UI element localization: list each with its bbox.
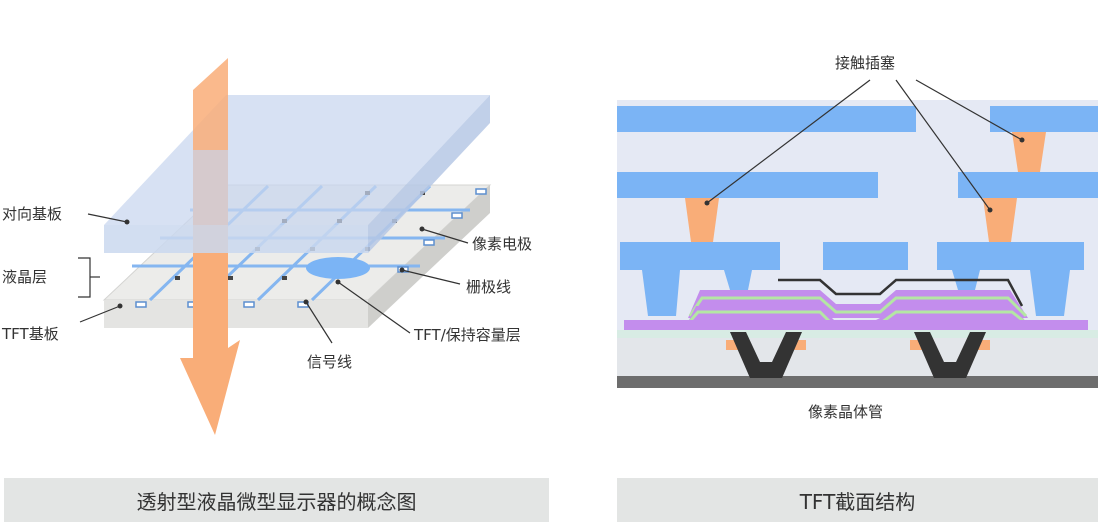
tft-dot <box>282 276 287 280</box>
label-liquid-crystal-layer: 液晶层 <box>2 268 47 286</box>
tft-dot <box>175 276 180 280</box>
label-tft-storage-capacitor-layer: TFT/保持容量层 <box>413 326 521 344</box>
leader-lines-right <box>706 79 1023 211</box>
pixel-transistor-right <box>914 332 986 378</box>
leader-dots-right <box>704 137 1025 213</box>
leader-dot <box>303 299 309 305</box>
gate-oxide-band <box>617 330 1098 338</box>
label-pixel-transistor: 像素晶体管 <box>808 403 883 421</box>
leader-pixel-electrode <box>421 228 469 244</box>
lcd-concept-diagram: 对向基板 液晶层 TFT基板 像素电极 栅极线 TFT/保持容量层 信号线 <box>1 58 532 435</box>
label-tft-substrate: TFT基板 <box>1 325 59 343</box>
label-gate-line: 栅极线 <box>466 278 511 296</box>
lower-wiring-left <box>620 242 780 316</box>
tft-cross-section-diagram: 接触插塞 像素晶体管 <box>617 54 1098 421</box>
leader-dot <box>704 200 710 206</box>
leader-contact-plug <box>895 79 991 211</box>
substrate-base <box>617 376 1098 388</box>
purple-layer-mid <box>684 306 1032 344</box>
leader-contact-plug <box>915 79 1023 141</box>
leader-dot <box>124 219 130 225</box>
counter-substrate-front <box>104 225 368 253</box>
caption-right: TFT截面结构 <box>617 478 1098 522</box>
pixel-top-line <box>778 278 1024 307</box>
label-signal-line: 信号线 <box>307 353 352 371</box>
contact-plug <box>685 198 719 242</box>
edge-pad <box>423 239 435 246</box>
leader-dot <box>335 279 341 285</box>
mid-metal-right <box>958 172 1098 198</box>
label-contact-plug: 接触插塞 <box>835 54 895 72</box>
edge-pad <box>451 212 463 219</box>
caption-left-text: 透射型液晶微型显示器的概念图 <box>136 489 417 514</box>
leader-counter-substrate <box>87 213 128 223</box>
edge-pad <box>135 301 147 308</box>
leader-storage-layer <box>337 281 411 334</box>
label-counter-substrate: 对向基板 <box>2 205 62 223</box>
silicon-substrate <box>617 338 1098 376</box>
leader-lines-left <box>78 213 469 344</box>
edge-pad <box>475 188 487 195</box>
top-metal-right <box>990 106 1098 132</box>
caption-right-text: TFT截面结构 <box>799 489 916 514</box>
leader-gate-line <box>401 269 461 285</box>
tft-dot <box>228 276 233 280</box>
leader-dot <box>399 267 405 273</box>
bracket-liquid-crystal <box>78 257 91 298</box>
label-pixel-electrode: 像素电极 <box>472 235 532 253</box>
leader-dot <box>1019 137 1025 143</box>
purple-base <box>624 320 1088 330</box>
green-layer-1 <box>688 296 1028 318</box>
mid-metal-left <box>617 172 878 198</box>
top-metal-left <box>617 106 916 132</box>
leader-tft-substrate <box>79 305 121 323</box>
pixel-transistor-left <box>730 332 802 378</box>
light-arrow-upper <box>193 58 228 150</box>
edge-pad <box>243 301 255 308</box>
leader-contact-plug <box>706 79 871 204</box>
tft-substrate-side <box>368 185 490 328</box>
leader-signal-line <box>305 301 333 344</box>
lower-wiring-mid <box>823 242 908 270</box>
leader-dot <box>419 226 425 232</box>
lower-wiring-right <box>937 242 1084 316</box>
light-arrow-lower <box>180 320 240 435</box>
pixel-electrode-shape <box>306 257 370 279</box>
leader-dot <box>987 207 993 213</box>
leader-dots-left <box>117 219 425 309</box>
caption-left: 透射型液晶微型显示器的概念图 <box>4 478 549 522</box>
counter-substrate-side <box>368 95 490 253</box>
leader-dot <box>117 303 123 309</box>
